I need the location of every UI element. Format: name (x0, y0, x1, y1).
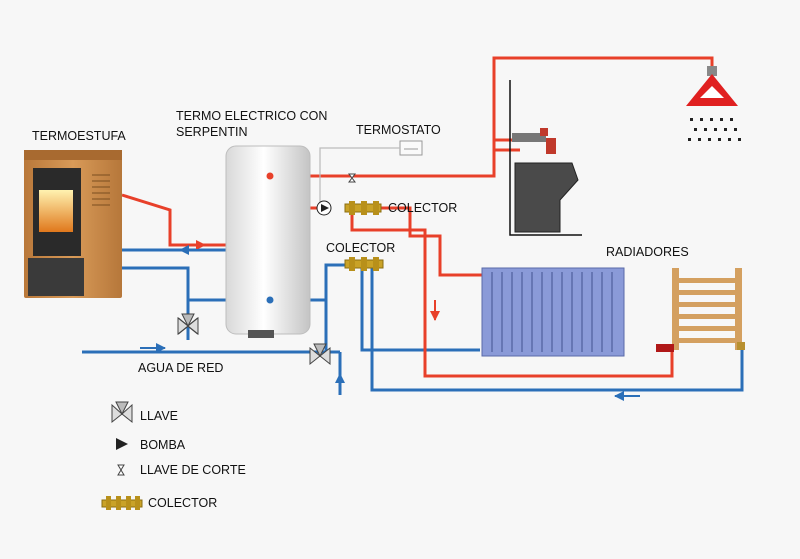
label-radiadores: RADIADORES (606, 245, 689, 259)
towel-rail-radiator (656, 268, 745, 352)
legend-llave-de-corte-label: LLAVE DE CORTE (140, 463, 246, 477)
electric-water-heater (225, 145, 311, 338)
legend-manifold-icon (101, 496, 143, 510)
legend-valve-icon (111, 401, 133, 424)
manifold-icon (344, 201, 382, 215)
legend-llave-label: LLAVE (140, 409, 178, 423)
shutoff-valve-icon (348, 173, 356, 183)
thermostat (319, 140, 423, 208)
label-termostato: TERMOSTATO (356, 123, 441, 137)
label-agua-de-red: AGUA DE RED (138, 361, 224, 375)
manifold-icon (344, 257, 384, 271)
shower-head (686, 66, 741, 141)
cold-pipes (82, 248, 744, 395)
label-colector-mid: COLECTOR (326, 241, 396, 255)
legend-shutoff-valve-icon (117, 464, 125, 476)
valve-icon (177, 313, 199, 336)
label-colector-top: COLECTOR (388, 201, 458, 215)
panel-radiator (481, 267, 625, 357)
valve-icon (309, 343, 331, 366)
sink (509, 80, 582, 236)
legend-pump-icon (116, 438, 128, 450)
label-termo: TERMO ELECTRICO CON SERPENTIN (176, 109, 328, 139)
pump-icon (316, 200, 332, 216)
legend-colector-label: COLECTOR (148, 496, 218, 510)
pellet-stove (24, 150, 122, 298)
flow-arrows (140, 240, 640, 401)
legend-bomba-label: BOMBA (140, 438, 186, 452)
label-termoestufa: TERMOESTUFA (32, 129, 126, 143)
